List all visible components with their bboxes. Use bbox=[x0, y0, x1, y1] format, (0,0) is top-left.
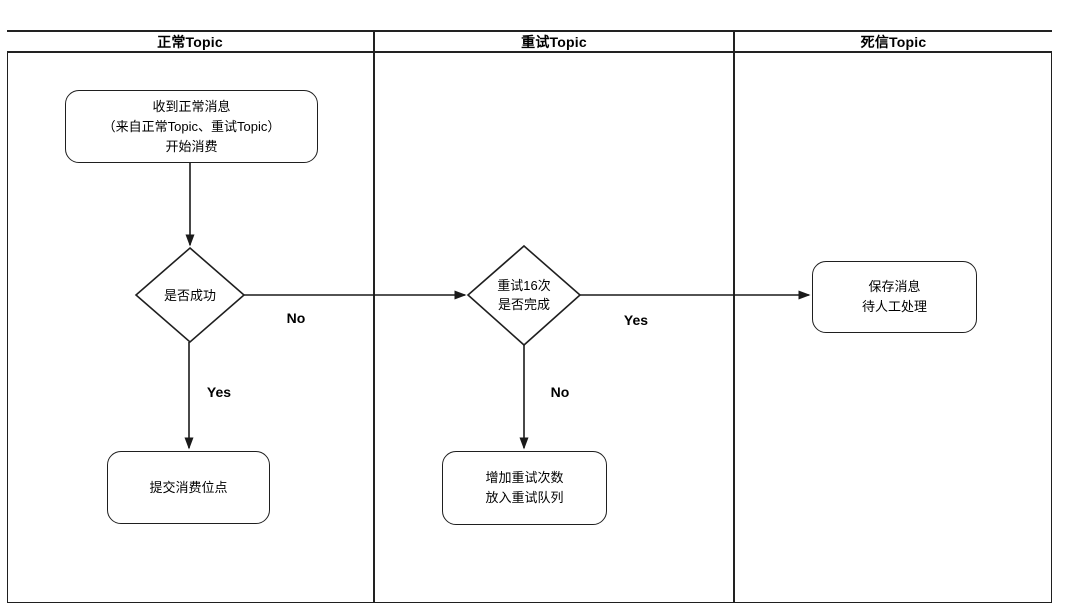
node-text-line: 提交消费位点 bbox=[149, 479, 228, 495]
node-text-line: 增加重试次数 bbox=[485, 470, 564, 485]
node-commit-consume-offset: 提交消费位点 bbox=[107, 451, 270, 524]
edge-label-retry-no: No bbox=[548, 384, 572, 400]
lane-title: 正常Topic bbox=[157, 33, 223, 50]
lane-header-dead-letter-topic: 死信Topic bbox=[735, 32, 1052, 51]
node-text-line: （来自正常Topic、重试Topic） bbox=[102, 118, 281, 134]
lane-title: 重试Topic bbox=[521, 33, 587, 50]
node-text-line: 待人工处理 bbox=[861, 299, 927, 314]
lane-title: 死信Topic bbox=[860, 33, 927, 50]
node-text-line: 收到正常消息 bbox=[152, 98, 231, 114]
lane-header-row: 正常Topic 重试Topic 死信Topic bbox=[7, 30, 1052, 53]
node-add-retry-count-enqueue: 增加重试次数 放入重试队列 bbox=[442, 451, 607, 525]
lane-body-row bbox=[7, 53, 1052, 602]
node-text-line: 开始消费 bbox=[165, 138, 218, 154]
pool-title-band bbox=[7, 8, 1052, 30]
lane-header-retry-topic: 重试Topic bbox=[375, 32, 735, 51]
edge-label-success-no: No bbox=[284, 310, 308, 326]
edge-label-retry-yes: Yes bbox=[621, 312, 651, 328]
lane-body-normal-topic bbox=[7, 53, 375, 602]
decision-diamond-retry-complete bbox=[466, 244, 582, 347]
lane-header-normal-topic: 正常Topic bbox=[7, 32, 375, 51]
node-text-line: 保存消息 bbox=[868, 279, 921, 294]
decision-diamond-is-success bbox=[134, 246, 246, 344]
node-save-message-manual-handling: 保存消息 待人工处理 bbox=[812, 261, 977, 333]
node-receive-message: 收到正常消息 （来自正常Topic、重试Topic） 开始消费 bbox=[65, 90, 318, 163]
edge-label-success-yes: Yes bbox=[204, 384, 234, 400]
node-text-line: 放入重试队列 bbox=[485, 490, 564, 505]
lane-body-retry-topic bbox=[375, 53, 735, 602]
